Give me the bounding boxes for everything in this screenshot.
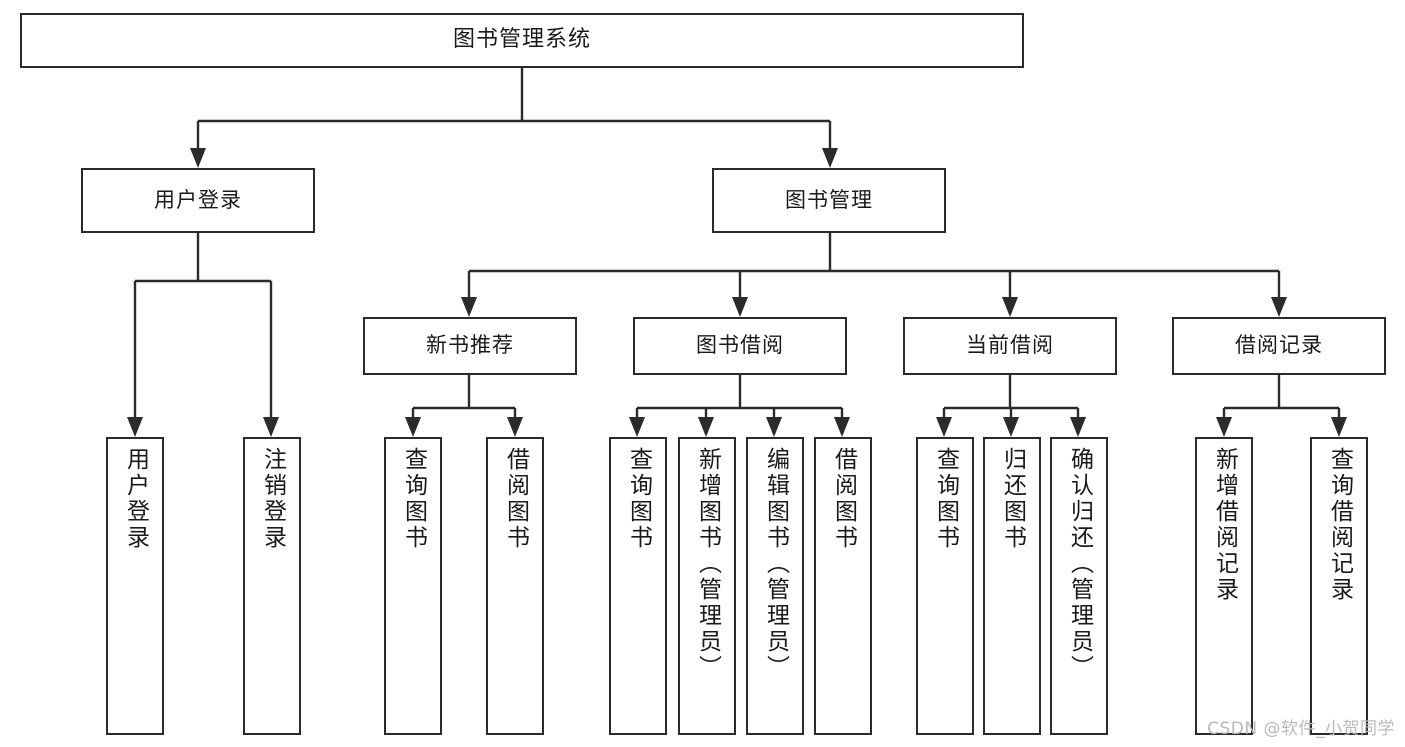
arrowhead-currentborrow-leaf1 (936, 417, 952, 437)
node-label: 查询图书 (625, 447, 652, 551)
leaf-newbook-query-book[interactable]: 查询图书 (384, 437, 442, 735)
node-current-borrow[interactable]: 当前借阅 (903, 317, 1117, 375)
arrowhead-current-borrow (1002, 297, 1018, 317)
node-label: 新增借阅记录 (1211, 447, 1238, 603)
node-label: 当前借阅 (966, 333, 1054, 358)
leaf-borrowrecord-query-record[interactable]: 查询借阅记录 (1310, 437, 1368, 735)
arrowhead-newbook-leaf2 (507, 417, 523, 437)
arrowhead-bookborrow-leaf2 (698, 417, 714, 437)
node-label: 用户登录 (122, 447, 149, 551)
arrowhead-currentborrow-leaf2 (1003, 417, 1019, 437)
leaf-bookborrow-borrow-book[interactable]: 借阅图书 (814, 437, 872, 735)
node-label: 查询图书 (932, 447, 959, 551)
arrowhead-book-manage (822, 148, 838, 168)
node-user-login[interactable]: 用户登录 (81, 168, 315, 233)
node-label: 图书管理系统 (452, 27, 591, 53)
leaf-borrowrecord-add-record[interactable]: 新增借阅记录 (1195, 437, 1253, 735)
node-label: 图书管理 (785, 187, 873, 212)
node-new-book-recommend[interactable]: 新书推荐 (363, 317, 577, 375)
arrowhead-user-login (190, 148, 206, 168)
leaf-currentborrow-confirm-return-admin[interactable]: 确认归还（管理员） (1050, 437, 1108, 735)
node-label: 新增图书（管理员） (694, 447, 721, 681)
leaf-currentborrow-query-book[interactable]: 查询图书 (916, 437, 974, 735)
node-label: 新书推荐 (426, 333, 514, 358)
arrowhead-leaf-logout (263, 417, 279, 437)
node-label: 注销登录 (259, 447, 286, 551)
arrowhead-borrowrecord-leaf1 (1216, 417, 1232, 437)
node-root-system[interactable]: 图书管理系统 (20, 13, 1024, 68)
arrowhead-bookborrow-leaf3 (766, 417, 782, 437)
arrowhead-new-book (461, 297, 477, 317)
node-label: 用户登录 (154, 187, 242, 212)
node-label: 借阅图书 (830, 447, 857, 551)
arrowhead-newbook-leaf1 (405, 417, 421, 437)
arrowhead-book-borrow (732, 297, 748, 317)
node-label: 查询借阅记录 (1326, 447, 1353, 603)
arrowhead-borrow-record (1271, 297, 1287, 317)
leaf-newbook-borrow-book[interactable]: 借阅图书 (486, 437, 544, 735)
arrowhead-currentborrow-leaf3 (1070, 417, 1086, 437)
node-book-borrow[interactable]: 图书借阅 (633, 317, 847, 375)
node-borrow-record[interactable]: 借阅记录 (1172, 317, 1386, 375)
leaf-user-login-signin[interactable]: 用户登录 (106, 437, 164, 735)
leaf-bookborrow-query-book[interactable]: 查询图书 (609, 437, 667, 735)
node-label: 归还图书 (999, 447, 1026, 551)
arrowhead-bookborrow-leaf1 (629, 417, 645, 437)
arrowhead-bookborrow-leaf4 (834, 417, 850, 437)
leaf-user-login-signout[interactable]: 注销登录 (243, 437, 301, 735)
node-label: 借阅图书 (502, 447, 529, 551)
node-label: 借阅记录 (1235, 333, 1323, 358)
arrowhead-leaf-user-login (127, 417, 143, 437)
watermark: CSDN @软件_小贺同学 (1207, 719, 1395, 739)
node-label: 编辑图书（管理员） (762, 447, 789, 681)
node-label: 图书借阅 (696, 333, 784, 358)
arrowhead-borrowrecord-leaf2 (1331, 417, 1347, 437)
node-book-management[interactable]: 图书管理 (712, 168, 946, 233)
leaf-bookborrow-add-book-admin[interactable]: 新增图书（管理员） (678, 437, 736, 735)
node-label: 确认归还（管理员） (1066, 447, 1093, 681)
leaf-currentborrow-return-book[interactable]: 归还图书 (983, 437, 1041, 735)
leaf-bookborrow-edit-book-admin[interactable]: 编辑图书（管理员） (746, 437, 804, 735)
node-label: 查询图书 (400, 447, 427, 551)
